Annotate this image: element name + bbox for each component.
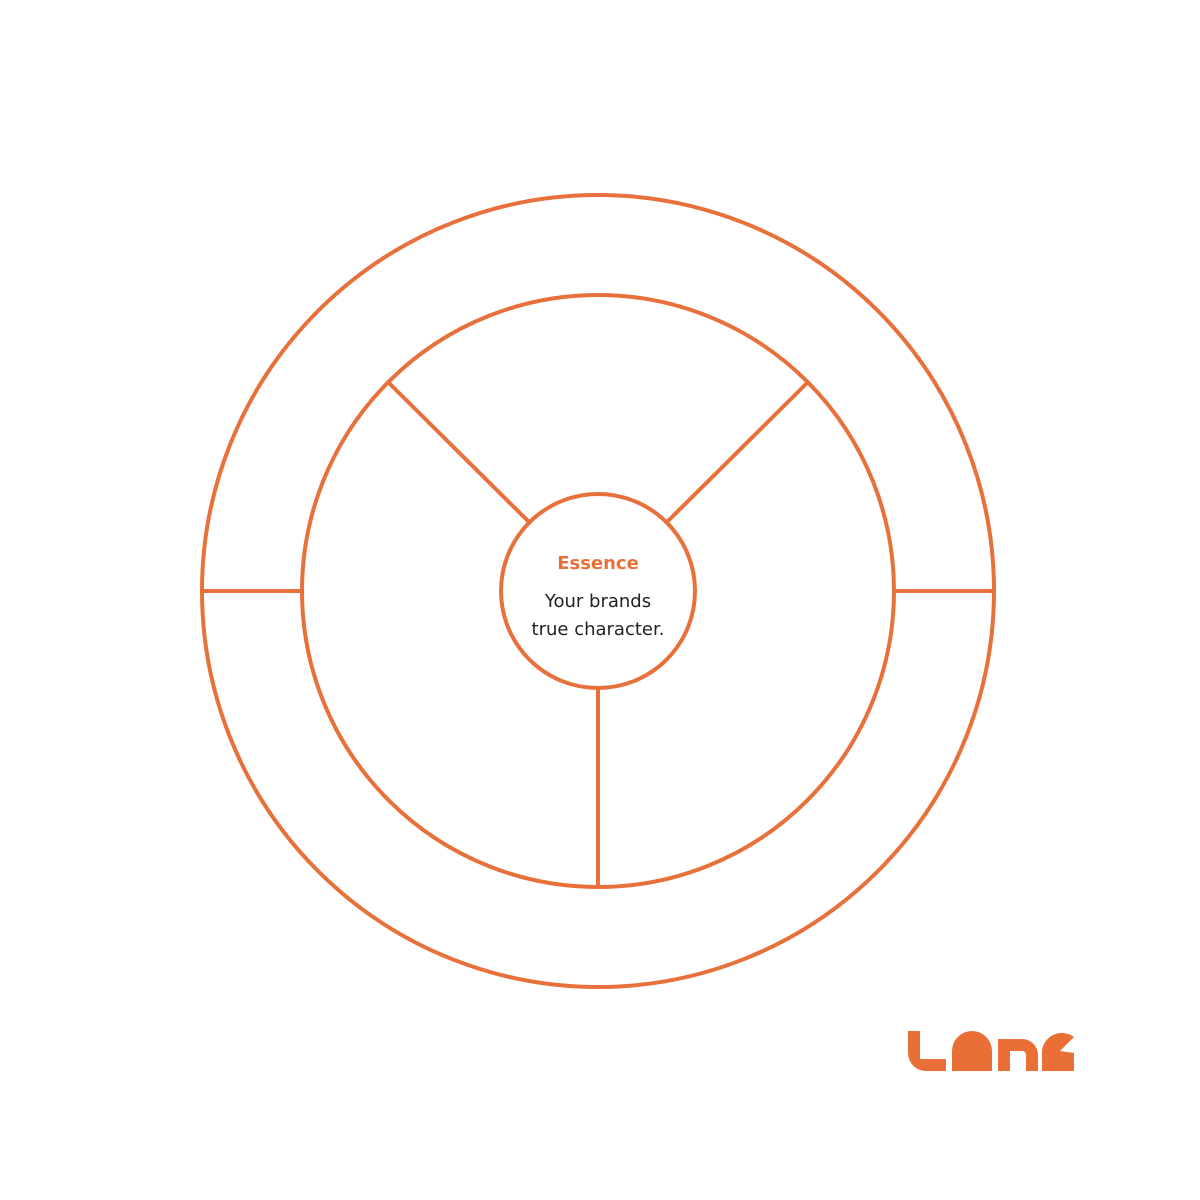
essence-description-line1: Your brands — [544, 591, 651, 612]
logo-letter-n — [998, 1039, 1038, 1071]
essence-core: Essence Your brands true character. — [499, 492, 697, 690]
inner-spoke-upper-left — [387, 381, 532, 525]
lane-logo — [908, 1031, 1074, 1071]
logo-letter-l — [908, 1031, 946, 1071]
essence-circle — [499, 492, 697, 690]
logo-letter-a — [952, 1031, 992, 1071]
inner-spoke-upper-right — [664, 381, 809, 525]
essence-description-line2: true character. — [532, 619, 665, 640]
logo-letter-e — [1042, 1032, 1074, 1071]
essence-title: Essence — [557, 553, 639, 574]
